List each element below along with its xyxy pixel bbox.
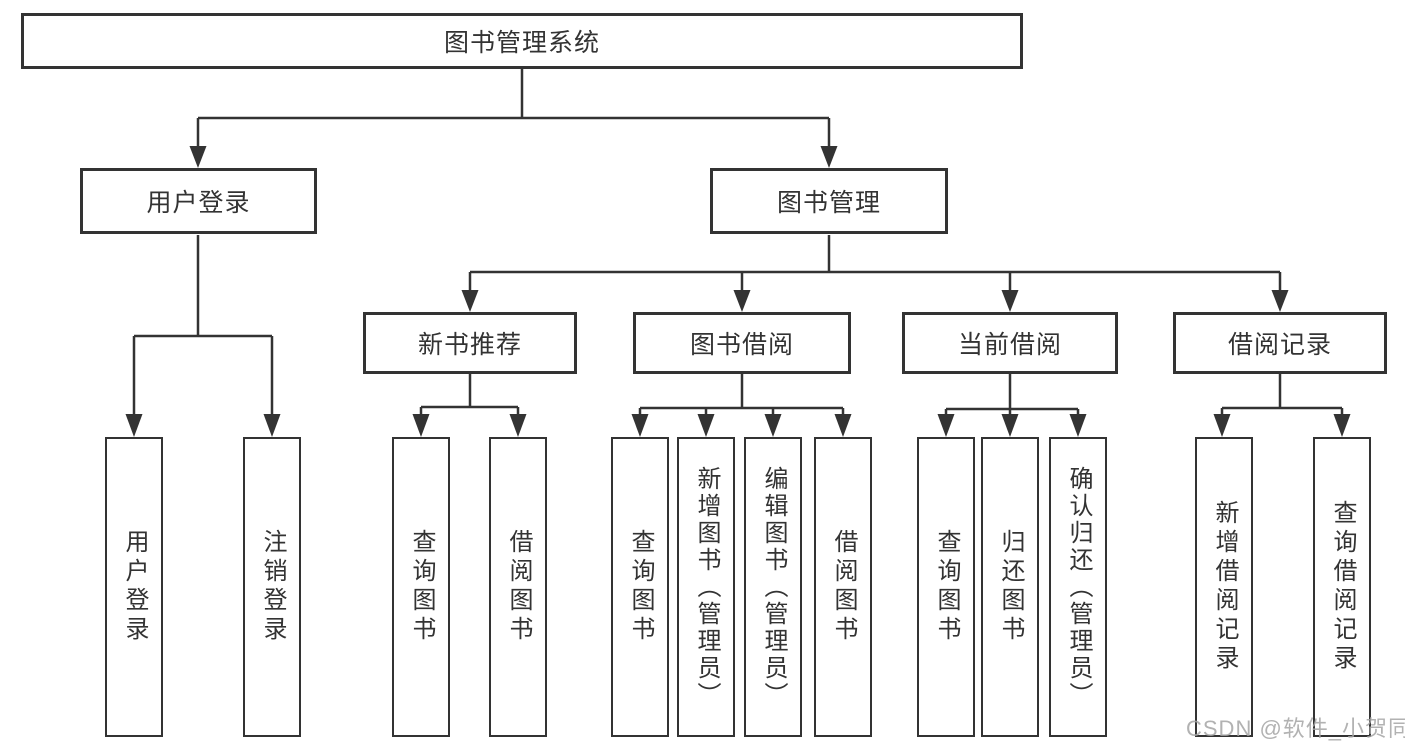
leaf-add-books-admin: 新增图书（管理员）: [677, 437, 735, 737]
node-book-borrow-label: 图书借阅: [689, 331, 794, 359]
node-root-label: 图书管理系统: [443, 29, 600, 57]
node-book-borrow: 图书借阅: [633, 312, 851, 374]
leaf-edit-books-admin-label: 编辑图书（管理员）: [760, 465, 787, 709]
leaf-query-borrow-record: 查询借阅记录: [1313, 437, 1371, 737]
leaf-user-login-label: 用户登录: [121, 529, 148, 645]
leaf-query-borrow-record-label: 查询借阅记录: [1329, 500, 1356, 674]
leaf-borrow-books: 借阅图书: [814, 437, 872, 737]
node-root-system: 图书管理系统: [21, 13, 1023, 69]
node-user-login: 用户登录: [80, 168, 317, 234]
leaf-borrow-books-recommend-label: 借阅图书: [505, 529, 532, 645]
leaf-query-books-borrow: 查询图书: [611, 437, 669, 737]
leaf-edit-books-admin: 编辑图书（管理员）: [744, 437, 802, 737]
leaf-query-books-recommend: 查询图书: [392, 437, 450, 737]
leaf-borrow-books-recommend: 借阅图书: [489, 437, 547, 737]
leaf-query-books-recommend-label: 查询图书: [408, 529, 435, 645]
leaf-logout: 注销登录: [243, 437, 301, 737]
leaf-user-login: 用户登录: [105, 437, 163, 737]
node-book-management: 图书管理: [710, 168, 948, 234]
leaf-add-borrow-record: 新增借阅记录: [1195, 437, 1253, 737]
node-user-login-label: 用户登录: [146, 189, 251, 217]
leaf-borrow-books-label: 借阅图书: [830, 529, 857, 645]
node-new-book-recommend-label: 新书推荐: [417, 331, 522, 359]
leaf-query-books-current: 查询图书: [917, 437, 975, 737]
leaf-logout-label: 注销登录: [259, 529, 286, 645]
csdn-watermark: CSDN @软件_小贺同学: [1186, 716, 1405, 741]
node-current-borrow: 当前借阅: [902, 312, 1118, 374]
node-borrow-records: 借阅记录: [1173, 312, 1387, 374]
node-borrow-records-label: 借阅记录: [1227, 331, 1332, 359]
leaf-return-books: 归还图书: [981, 437, 1039, 737]
leaf-add-borrow-record-label: 新增借阅记录: [1211, 500, 1238, 674]
leaf-query-books-current-label: 查询图书: [933, 529, 960, 645]
leaf-return-books-label: 归还图书: [997, 529, 1024, 645]
leaf-confirm-return-admin-label: 确认归还（管理员）: [1065, 465, 1092, 709]
leaf-add-books-admin-label: 新增图书（管理员）: [693, 465, 720, 709]
node-current-borrow-label: 当前借阅: [957, 331, 1062, 359]
leaf-confirm-return-admin: 确认归还（管理员）: [1049, 437, 1107, 737]
node-new-book-recommend: 新书推荐: [363, 312, 577, 374]
node-book-management-label: 图书管理: [776, 189, 881, 217]
leaf-query-books-borrow-label: 查询图书: [627, 529, 654, 645]
